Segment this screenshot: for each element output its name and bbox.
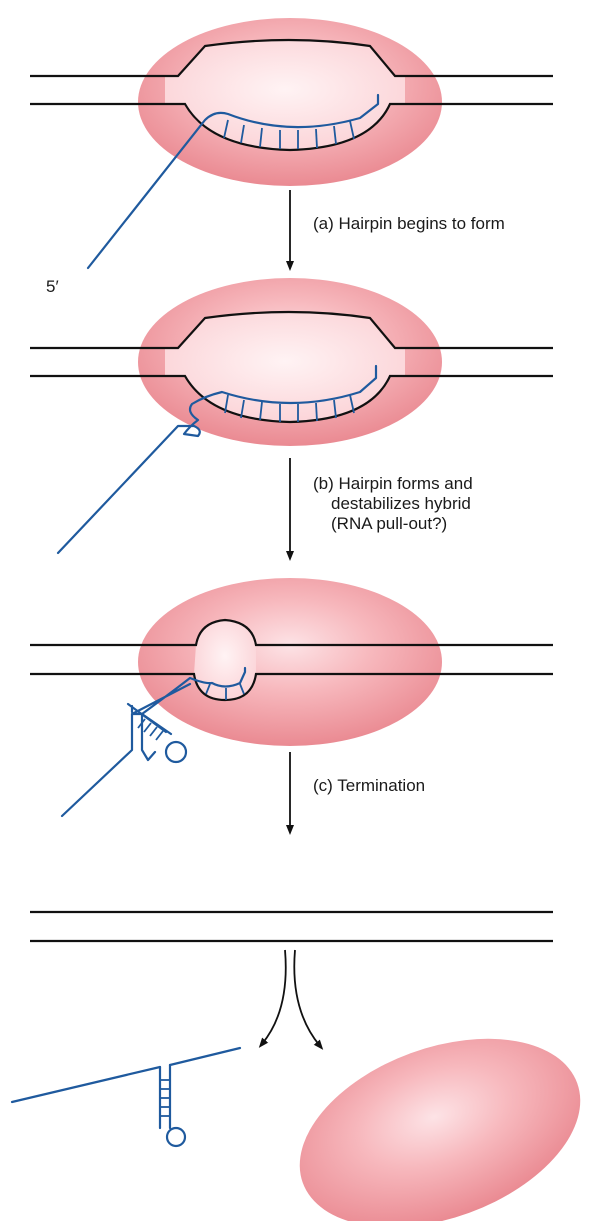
- release-arrow-left: [262, 950, 286, 1044]
- stage-4-released-components: [12, 912, 591, 1221]
- rna-polymerase: [138, 578, 442, 746]
- released-rna-polymerase: [274, 1003, 591, 1221]
- stage-3-terminating-complex: [30, 578, 553, 816]
- transcription-bubble: [194, 620, 256, 700]
- release-arrow-right: [294, 950, 320, 1046]
- step-a-label: (a) Hairpin begins to form: [313, 214, 505, 233]
- step-b-label: (b) Hairpin forms and destabilizes hybri…: [313, 474, 477, 533]
- released-rna: [12, 1048, 240, 1146]
- stage-1-elongation-complex: 5′: [30, 18, 553, 296]
- step-c-label: (c) Termination: [313, 776, 425, 795]
- rna-5-prime-label: 5′: [46, 277, 59, 296]
